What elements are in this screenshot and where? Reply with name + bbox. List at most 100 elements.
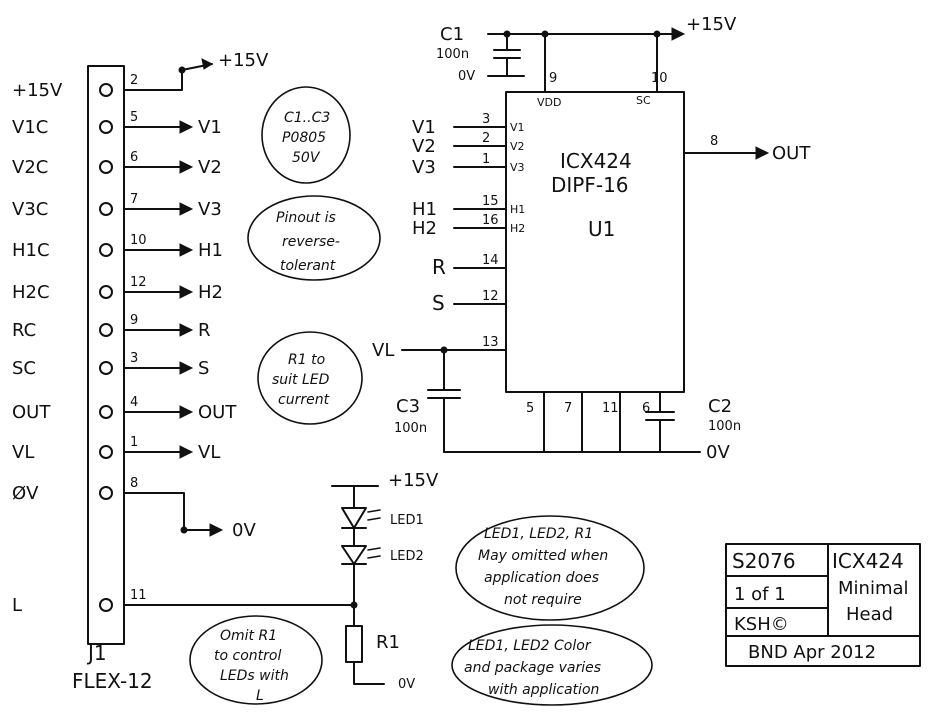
connector-type: FLEX-12 [72, 669, 153, 693]
pin-left-label: H2C [12, 282, 50, 303]
pin-left-label: L [12, 595, 22, 616]
led2-label: LED2 [390, 549, 424, 564]
pin-number: 7 [130, 192, 138, 207]
ic-left-pin-number: 2 [482, 131, 490, 146]
connector-pin-row: L 11 [12, 588, 147, 616]
pin-left-label: OUT [12, 402, 51, 423]
tb-title3: Head [846, 604, 893, 625]
pin-pad [99, 243, 113, 257]
note-omit: LED1, LED2, R1 May omitted when applicat… [455, 515, 645, 621]
pin-pad [99, 405, 113, 419]
ic-left-pin-number: 16 [482, 213, 499, 228]
connector-ref: J1 [86, 641, 107, 665]
pin-number: 12 [130, 275, 147, 290]
pin-number: 8 [130, 476, 138, 491]
j1-0v-net: 0V [123, 492, 256, 541]
ic-left-pin-number: 14 [482, 253, 499, 268]
svg-text:R1 to: R1 to [288, 352, 325, 368]
ic-vdd-pin: 9 [549, 71, 557, 86]
pin-left-label: V2C [12, 157, 48, 178]
ic-left-pin-number: 3 [482, 112, 490, 127]
svg-text:50V: 50V [292, 150, 321, 166]
note-omit-r1: Omit R1 to control LEDs with L [189, 615, 323, 705]
svg-text:C1..C3: C1..C3 [284, 110, 330, 126]
pin-left-label: SC [12, 358, 36, 379]
ic-vdd-label: VDD [537, 96, 561, 109]
ic-left-pin-number: 13 [482, 335, 499, 350]
bottom-0v-rail: 0V [443, 391, 730, 463]
ic-left-pin-number: 15 [482, 194, 499, 209]
svg-text:with application: with application [488, 682, 599, 698]
c3-ref: C3 [396, 396, 420, 417]
ic-body [505, 91, 685, 393]
vl-net: VL [372, 340, 507, 453]
pin-pad [99, 445, 113, 459]
tb-author: KSH© [734, 614, 789, 635]
ic-left-net: H1 [412, 199, 437, 220]
pin-net-label: H1 [198, 240, 223, 261]
ic-bottom-pin: 6 [642, 401, 650, 416]
ic-left-pin: 13 [482, 335, 499, 350]
connector-pin-row: OUT 4 OUT [12, 395, 237, 423]
svg-text:current: current [278, 392, 330, 408]
svg-text:LED1, LED2 Color: LED1, LED2 Color [468, 638, 592, 654]
ic-left-pin-name: V3 [510, 161, 525, 174]
top-15v-rail: +15V [487, 14, 737, 93]
ic-bottom-pin-number: 7 [564, 401, 572, 416]
connector-body [87, 65, 125, 645]
led1-symbol [341, 507, 367, 529]
ic-bottom-pin-number: 5 [526, 401, 534, 416]
c1-0v-label: 0V [458, 69, 475, 84]
ic-left-net: S [432, 291, 445, 315]
pin-net-label: V1 [198, 117, 222, 138]
connector-pin-row: V3C 7 V3 [12, 192, 222, 220]
ic-left-pin-number: 1 [482, 152, 490, 167]
svg-text:application does: application does [484, 570, 599, 586]
pin-number: 11 [130, 588, 147, 603]
r1-0v-label: 0V [398, 677, 415, 692]
svg-text:not require: not require [504, 592, 582, 608]
pin-net-label: V3 [198, 199, 222, 220]
ic-left-pin-name: V2 [510, 140, 525, 153]
pin-net-label: V2 [198, 157, 222, 178]
title-block: S2076 ICX424 Minimal Head 1 of 1 KSH© BN… [725, 543, 921, 667]
pin-number: 4 [130, 395, 138, 410]
ic-left-net: H2 [412, 218, 437, 239]
pin-net-label: OUT [198, 402, 237, 423]
svg-text:LEDs with: LEDs with [220, 668, 289, 684]
pin-left-label: H1C [12, 240, 50, 261]
ic-left-pin-name: H2 [510, 222, 525, 235]
ic-bottom-pin: 11 [602, 391, 621, 453]
ic-out-pin: 8 [710, 134, 718, 149]
tb-title2: Minimal [838, 578, 909, 599]
ic-bottom-pin: 7 [564, 391, 583, 453]
j1-15v-label: +15V [218, 50, 269, 71]
ic-left-pin-name: V1 [510, 121, 525, 134]
tb-title1: ICX424 [832, 549, 904, 573]
note-r1: R1 to suit LED current [257, 331, 363, 425]
pin-pad [99, 323, 113, 337]
tb-sheet: 1 of 1 [734, 584, 786, 605]
pin-number: 1 [130, 435, 138, 450]
connector-pin-row: H1C 10 H1 [12, 233, 223, 261]
ic-sc-label: SC [636, 94, 651, 107]
led-15v-label: +15V [388, 470, 439, 491]
c3-value: 100n [394, 421, 427, 436]
pin-number: 6 [130, 150, 138, 165]
pin-net-label: VL [198, 442, 220, 463]
svg-text:Omit R1: Omit R1 [220, 628, 277, 644]
pin-number: 10 [130, 233, 147, 248]
pin-left-label: V3C [12, 199, 48, 220]
connector-pin-row: V2C 6 V2 [12, 150, 222, 178]
